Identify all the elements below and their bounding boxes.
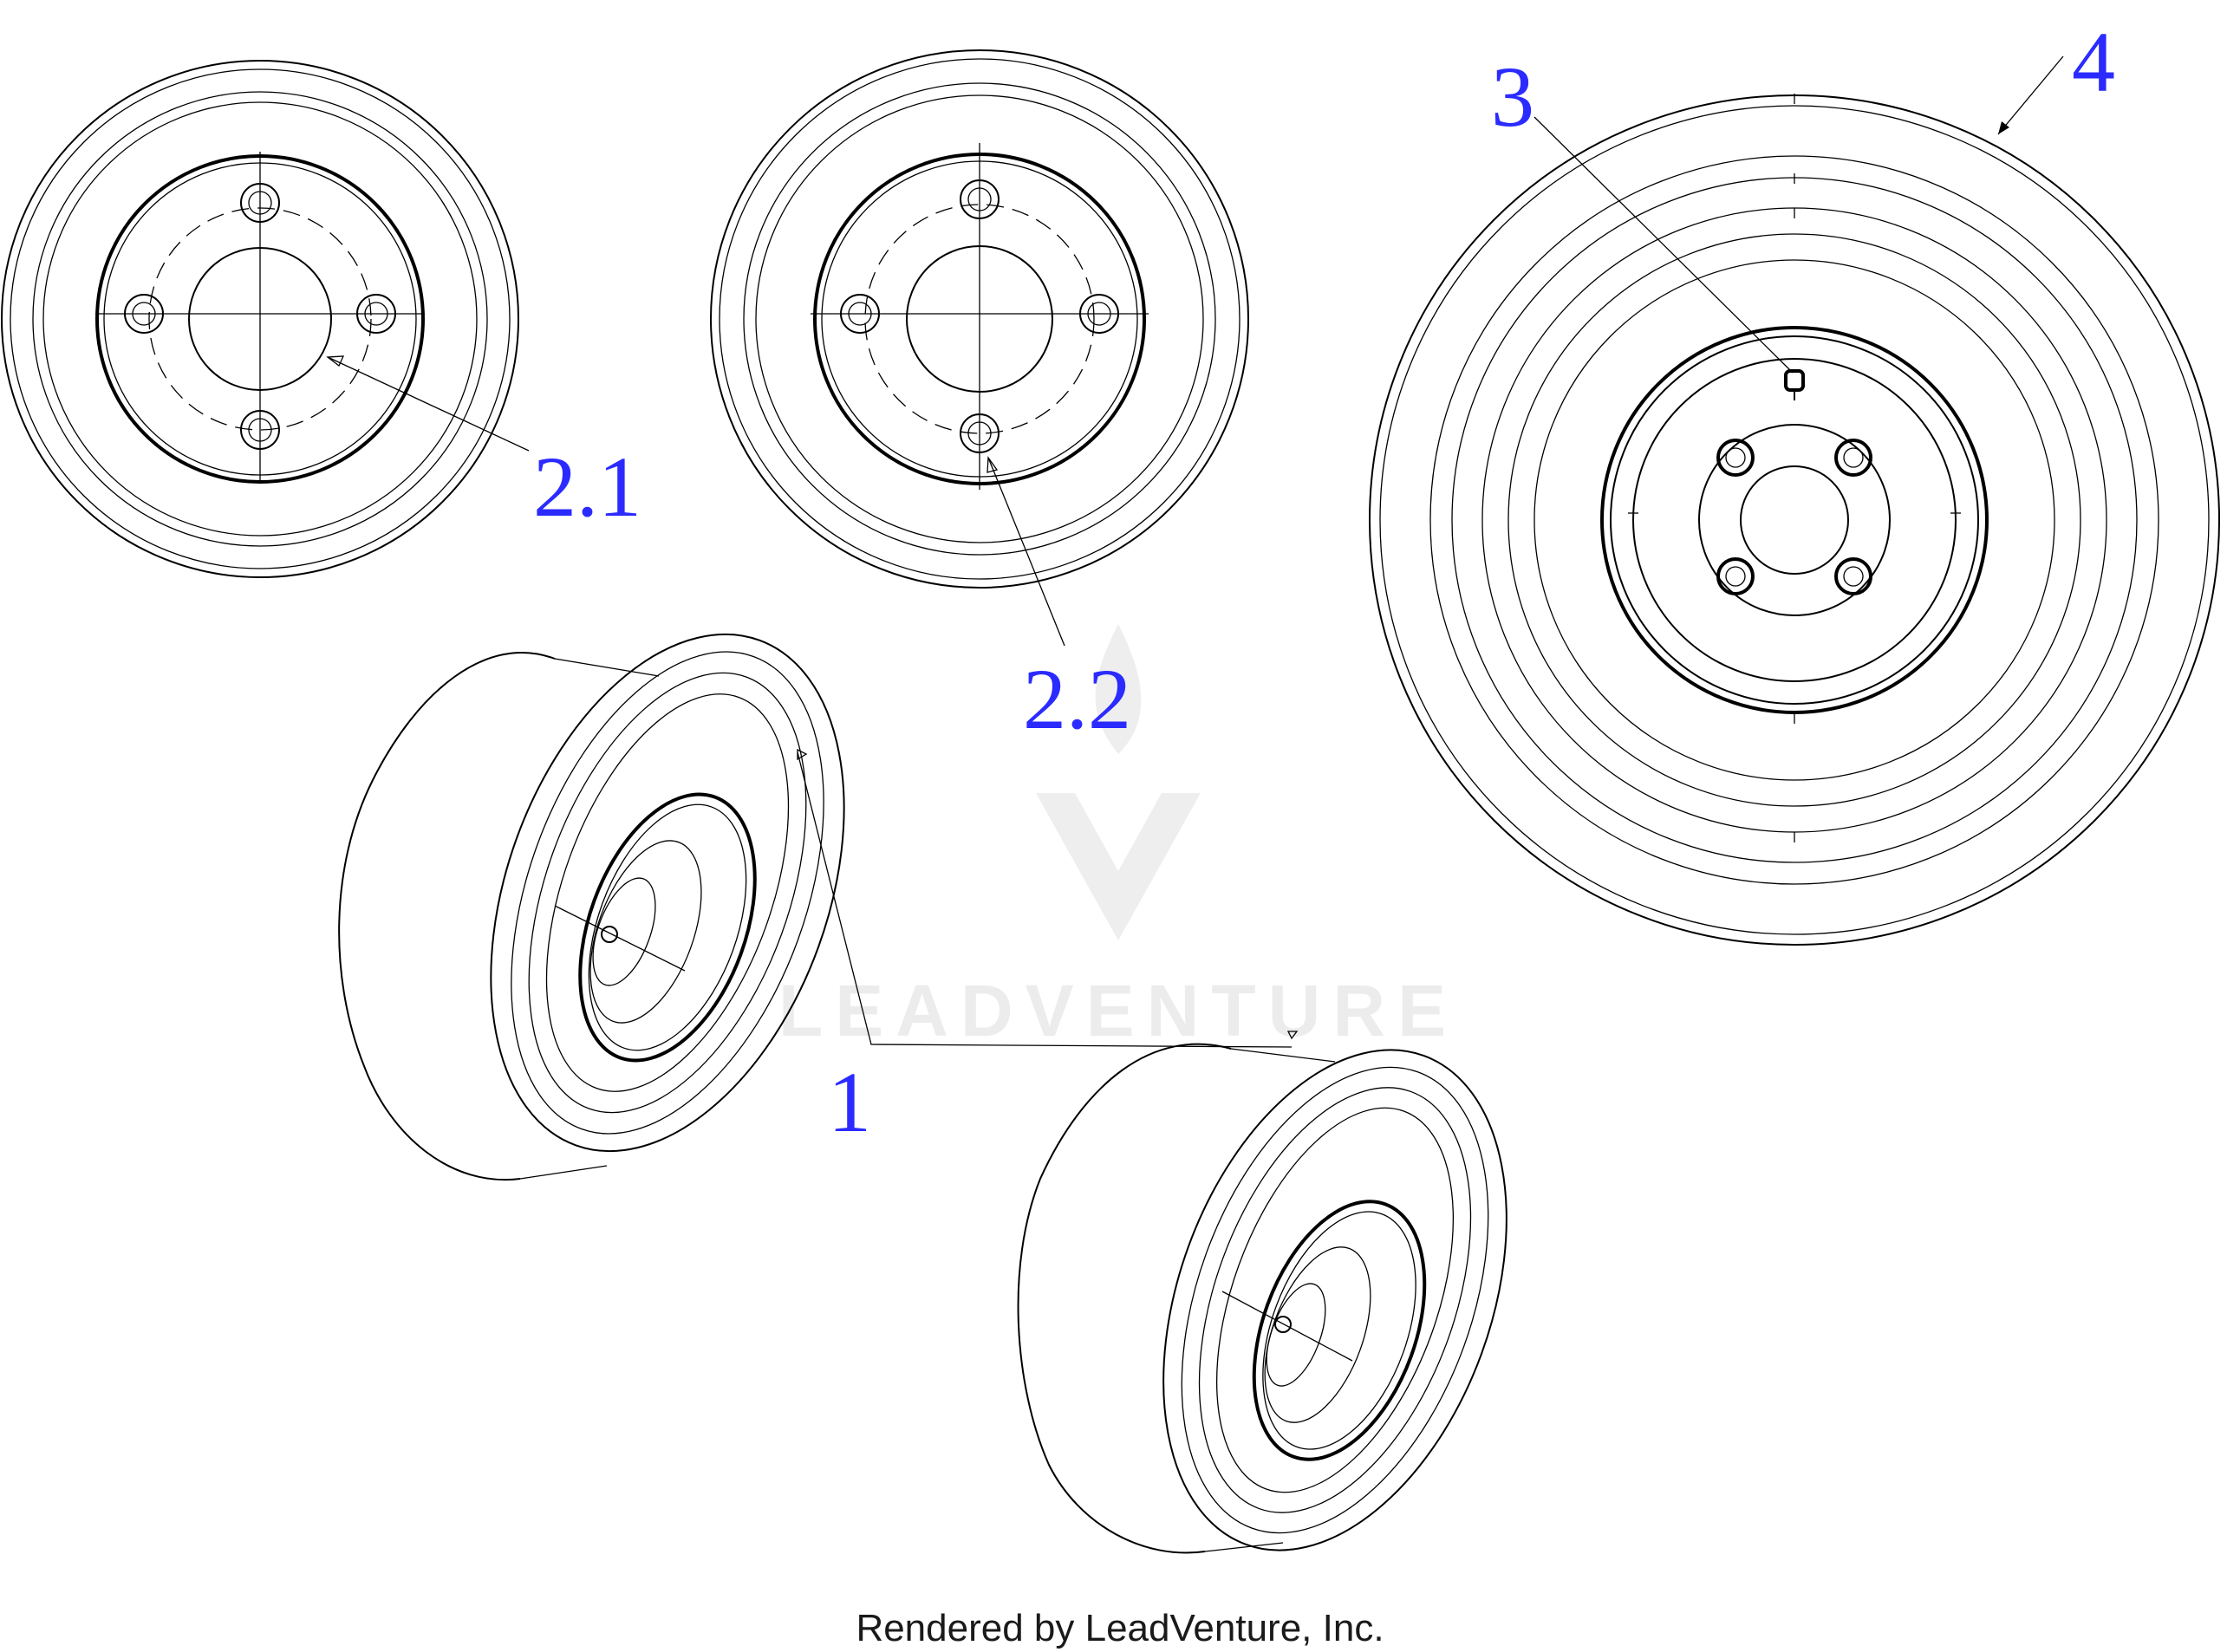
lug-hole-icon bbox=[124, 183, 396, 450]
wheel-assembly-isometric-lower bbox=[1017, 1043, 1507, 1554]
lug-hole-icon bbox=[840, 179, 1119, 453]
leader-lines bbox=[326, 55, 2064, 1048]
footer-credit: Rendered by LeadVenture, Inc. bbox=[856, 1607, 1384, 1649]
callout-1: 1 bbox=[828, 1054, 871, 1150]
wheel-rim-front-view-left bbox=[1, 60, 519, 578]
lug-nut-icon bbox=[1716, 439, 1872, 595]
callout-3: 3 bbox=[1491, 49, 1534, 145]
watermark-logo bbox=[1036, 624, 1201, 940]
wheel-rim-front-view-middle bbox=[710, 49, 1249, 589]
callout-4: 4 bbox=[2072, 14, 2115, 110]
callout-2-2: 2.2 bbox=[1023, 651, 1131, 747]
wheel-assembly-isometric-upper bbox=[338, 633, 845, 1181]
tire-front-view-right bbox=[1369, 94, 2220, 946]
valve-stem-icon bbox=[1784, 369, 1805, 400]
watermark-text: LEADVENTURE bbox=[778, 970, 1458, 1051]
callout-2-1: 2.1 bbox=[533, 439, 641, 535]
